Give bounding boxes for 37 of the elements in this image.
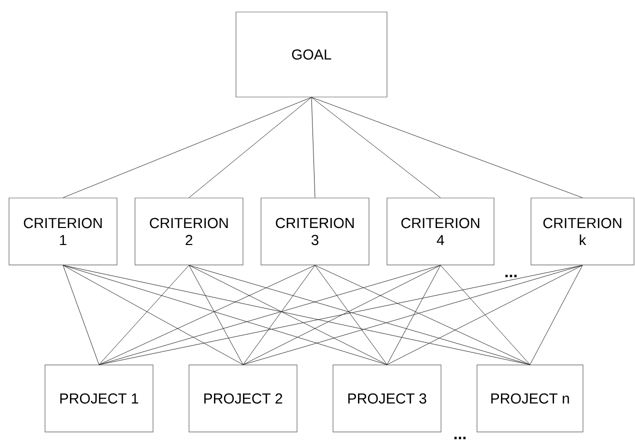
connector-line [188,265,388,365]
criterion-box: CRITERION 1 [8,198,118,266]
connector-line [440,265,530,365]
criterion-box: CRITERION k [530,198,634,266]
project-box: PROJECT 3 [332,364,442,432]
ellipsis-mark: ... [454,436,466,440]
connector-line [98,265,190,365]
connector-line [242,265,316,365]
goal-box: GOAL [236,12,388,98]
project-box: PROJECT n [476,364,584,432]
connector-line [311,97,441,198]
connector-line [311,97,583,198]
connector-line [62,265,100,365]
criterion-box: CRITERION 4 [386,198,494,266]
connector-line [242,265,441,365]
connector-line [188,97,312,198]
connector-line [314,265,530,365]
connector-line [311,97,316,198]
connector-line [62,265,388,365]
project-box: PROJECT 1 [44,364,154,432]
project-box: PROJECT 2 [188,364,298,432]
connector-line [98,265,316,365]
connector-line [188,265,530,365]
connector-line [530,265,583,365]
connector-line [188,265,244,365]
connector-line [62,97,312,198]
criterion-box: CRITERION 3 [260,198,370,266]
connector-line [386,265,441,365]
connector-line [242,265,583,365]
criterion-box: CRITERION 2 [134,198,244,266]
connector-line [62,265,530,365]
connector-line [314,265,388,365]
connector-line [98,265,441,365]
connector-line [62,265,244,365]
connector-line [98,265,583,365]
ellipsis-mark: ... [505,274,517,278]
connector-line [386,265,583,365]
